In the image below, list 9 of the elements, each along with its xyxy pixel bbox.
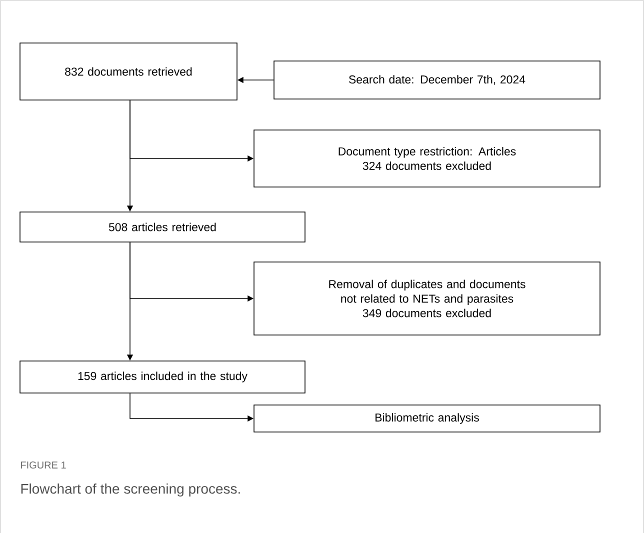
process-box: Bibliometric analysis — [254, 404, 600, 432]
process-box: Removal of duplicates and documents not related to NETs and parasites 349 documents excluded — [254, 262, 600, 336]
figure-number: FIGURE 1 — [21, 461, 66, 469]
process-box: Document type restriction: Articles 324 documents excluded — [254, 130, 600, 188]
caption: Flowchart of the screening process. — [21, 483, 240, 497]
process-box: Search date: December 7th, 2024 — [274, 60, 600, 100]
process-box: 508 articles retrieved — [20, 212, 306, 242]
process-box: 159 articles included in the study — [20, 360, 306, 394]
process-box: 832 documents retrieved — [20, 42, 238, 100]
